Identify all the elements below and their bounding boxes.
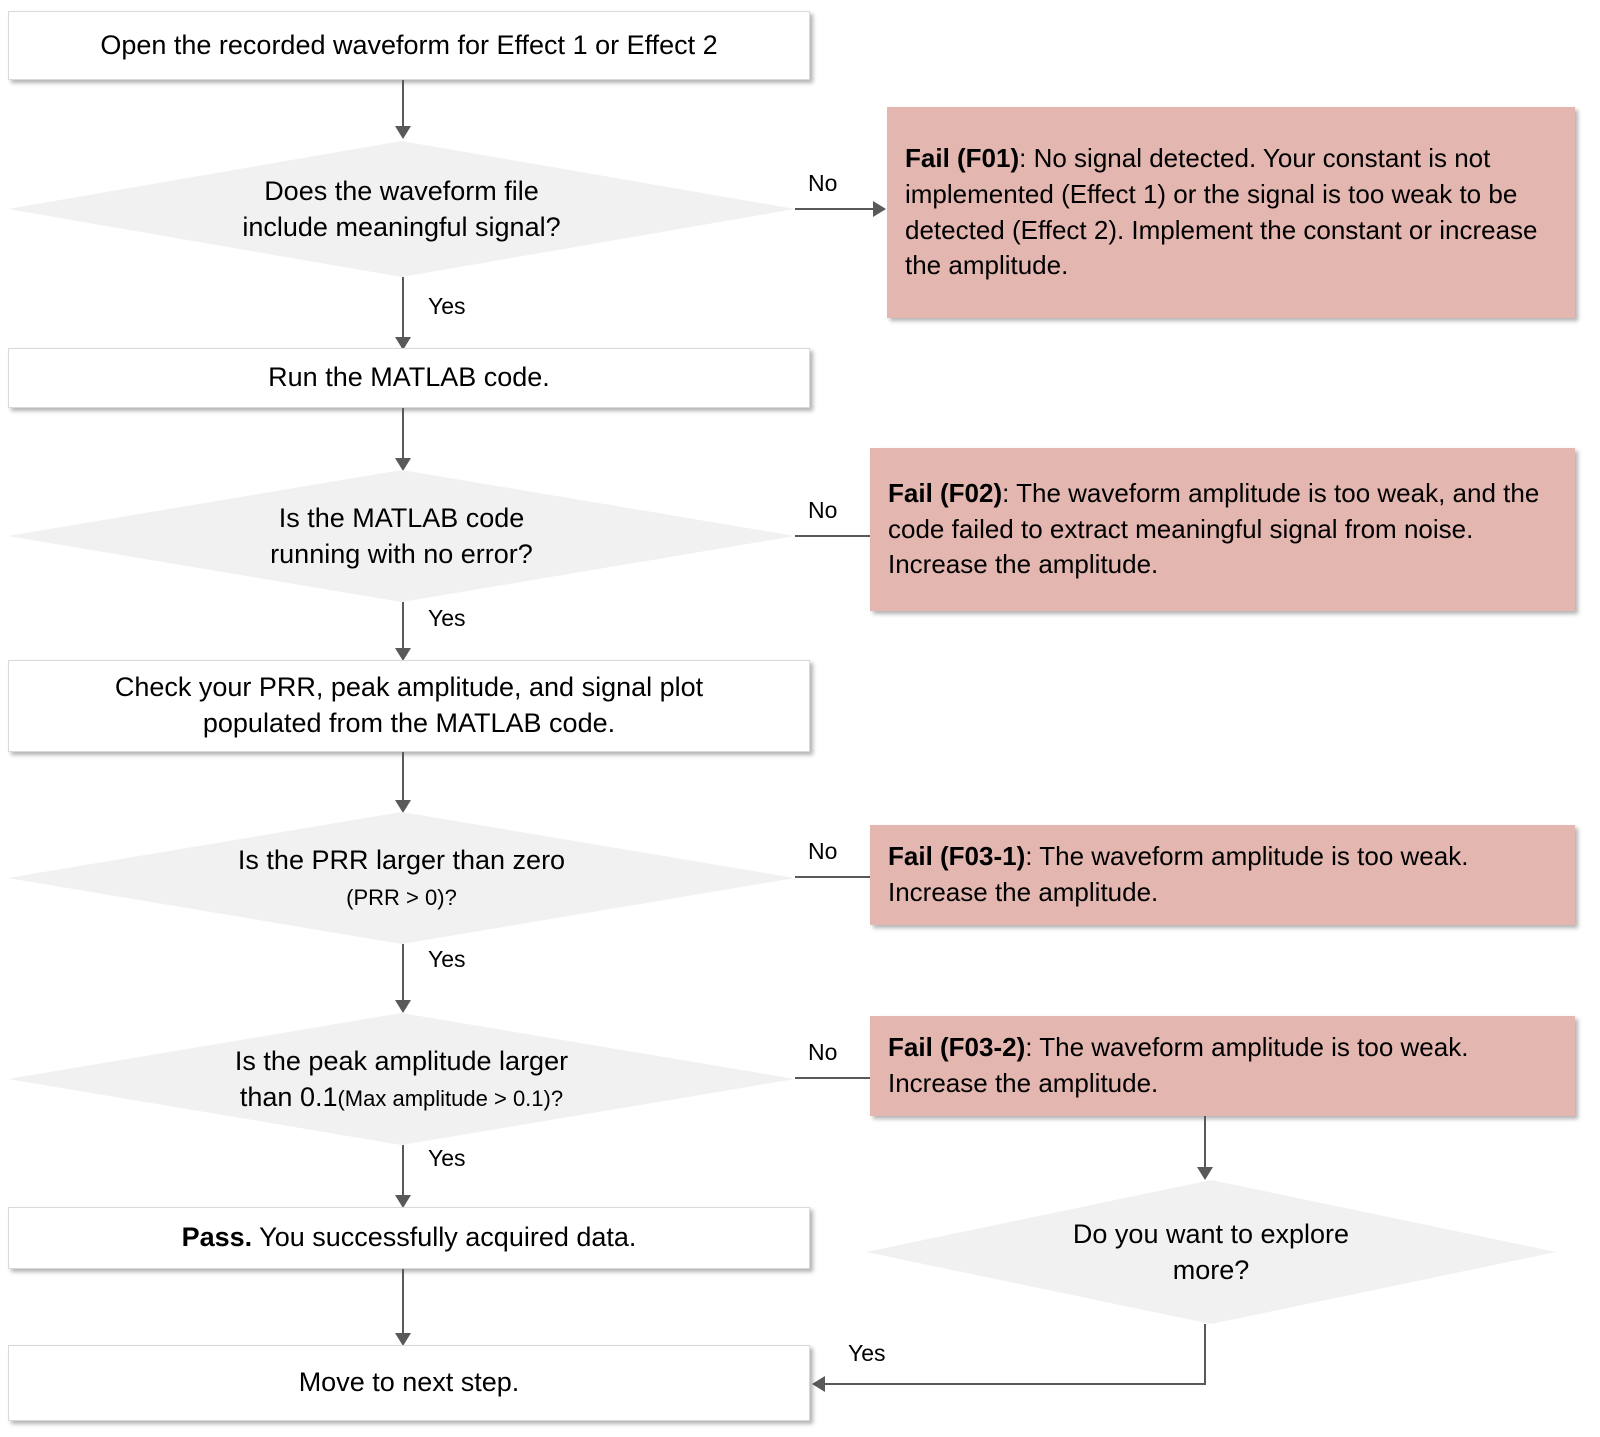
edge-d4-to-f032 (795, 1077, 873, 1079)
node-decision-meaningful-signal[interactable]: Does the waveform file include meaningfu… (8, 141, 795, 277)
edge-pass-to-next-arrowhead (395, 1333, 411, 1346)
node-decision-peak-amplitude-line2a: than 0.1 (239, 1082, 338, 1112)
edge-p3-to-d3-arrowhead (395, 800, 411, 813)
edge-label-no-3: No (808, 838, 838, 864)
node-decision-peak-amplitude-line2b: (Max amplitude > 0.1)? (337, 1086, 564, 1111)
edge-d3-to-d4-arrowhead (395, 1000, 411, 1013)
node-decision-no-error-line1: Is the MATLAB code (278, 502, 525, 533)
node-pass-acquired-data-label: Pass. (181, 1222, 253, 1253)
node-decision-meaningful-signal-line2: include meaningful signal? (242, 212, 561, 242)
node-run-matlab-code[interactable]: Run the MATLAB code. (8, 348, 810, 408)
edge-d5-to-next-horizontal (825, 1383, 1206, 1385)
edge-d4-to-pass-arrowhead (395, 1195, 411, 1208)
node-decision-peak-amplitude-line1: Is the peak amplitude larger (234, 1045, 569, 1076)
node-decision-no-error-line2: running with no error? (270, 539, 533, 569)
node-fail-f02-text: : The waveform amplitude is too weak, an… (888, 477, 1540, 580)
node-decision-peak-amplitude[interactable]: Is the peak amplitude larger than 0.1(Ma… (8, 1013, 795, 1145)
edge-f032-to-d5 (1204, 1116, 1206, 1169)
node-open-waveform-label: Open the recorded waveform for Effect 1 … (100, 29, 718, 60)
node-run-matlab-code-label: Run the MATLAB code. (268, 362, 550, 393)
edge-d3-to-d4 (402, 944, 404, 1002)
node-decision-explore-more-line2: more? (1172, 1255, 1250, 1285)
edge-label-yes-4: Yes (428, 1145, 466, 1171)
node-fail-f01-label: Fail (F01) (905, 142, 1020, 173)
node-fail-f01-text: : No signal detected. Your constant is n… (905, 142, 1538, 281)
edge-d1-to-f01-arrowhead (873, 201, 886, 217)
edge-p3-to-d3 (402, 752, 404, 802)
node-decision-meaningful-signal-line1: Does the waveform file (264, 175, 539, 206)
node-fail-f02[interactable]: Fail (F02): The waveform amplitude is to… (870, 448, 1575, 611)
node-fail-f03-1-text: : The waveform amplitude is too weak. In… (888, 841, 1469, 907)
edge-label-yes-2: Yes (428, 605, 466, 631)
edge-label-yes-3: Yes (428, 946, 466, 972)
node-decision-prr-greater-zero[interactable]: Is the PRR larger than zero (PRR > 0)? (8, 812, 795, 944)
edge-label-no-2: No (808, 497, 838, 523)
edge-p2-to-d2 (402, 408, 404, 460)
node-fail-f03-2-label: Fail (F03-2) (888, 1032, 1026, 1063)
edge-f032-to-d5-arrowhead (1197, 1167, 1213, 1180)
edge-d5-to-next-arrowhead (812, 1376, 825, 1392)
node-check-prr-peak-plot-line1: Check your PRR, peak amplitude, and sign… (114, 672, 704, 703)
node-decision-prr-greater-zero-line1: Is the PRR larger than zero (237, 844, 566, 875)
edge-label-yes-5: Yes (848, 1340, 886, 1366)
edge-label-no-1: No (808, 170, 838, 196)
node-pass-acquired-data[interactable]: Pass. You successfully acquired data. (8, 1207, 810, 1269)
edge-d2-to-p3-arrowhead (395, 648, 411, 661)
edge-d1-to-f01 (795, 208, 873, 210)
node-move-next-step[interactable]: Move to next step. (8, 1345, 810, 1421)
edge-d1-to-p2-arrowhead (395, 337, 411, 350)
node-fail-f01[interactable]: Fail (F01): No signal detected. Your con… (887, 107, 1575, 318)
node-check-prr-peak-plot[interactable]: Check your PRR, peak amplitude, and sign… (8, 660, 810, 752)
edge-d2-to-f02 (795, 535, 873, 537)
edge-d5-to-next-vertical (1204, 1324, 1206, 1384)
edge-label-no-4: No (808, 1039, 838, 1065)
node-fail-f03-2[interactable]: Fail (F03-2): The waveform amplitude is … (870, 1016, 1575, 1116)
edge-start-to-d1-arrowhead (395, 126, 411, 139)
edge-p2-to-d2-arrowhead (395, 458, 411, 471)
node-pass-acquired-data-text: You successfully acquired data. (252, 1222, 637, 1253)
node-open-waveform[interactable]: Open the recorded waveform for Effect 1 … (8, 11, 810, 80)
node-decision-prr-greater-zero-line2: (PRR > 0)? (346, 885, 457, 910)
node-decision-no-error[interactable]: Is the MATLAB code running with no error… (8, 470, 795, 602)
edge-pass-to-next (402, 1269, 404, 1335)
node-fail-f03-1[interactable]: Fail (F03-1): The waveform amplitude is … (870, 825, 1575, 925)
node-move-next-step-label: Move to next step. (298, 1367, 520, 1398)
edge-d4-to-pass (402, 1145, 404, 1197)
node-fail-f03-1-label: Fail (F03-1) (888, 841, 1026, 872)
edge-d3-to-f031 (795, 876, 873, 878)
node-decision-explore-more[interactable]: Do you want to explore more? (866, 1180, 1556, 1324)
edge-start-to-d1 (402, 80, 404, 128)
node-check-prr-peak-plot-line2: populated from the MATLAB code. (202, 708, 616, 738)
node-decision-explore-more-line1: Do you want to explore (1072, 1218, 1350, 1249)
node-fail-f02-label: Fail (F02) (888, 477, 1003, 508)
node-fail-f03-2-text: : The waveform amplitude is too weak. In… (888, 1032, 1469, 1098)
edge-d1-to-p2 (402, 277, 404, 339)
edge-d2-to-p3 (402, 602, 404, 650)
edge-label-yes-1: Yes (428, 293, 466, 319)
